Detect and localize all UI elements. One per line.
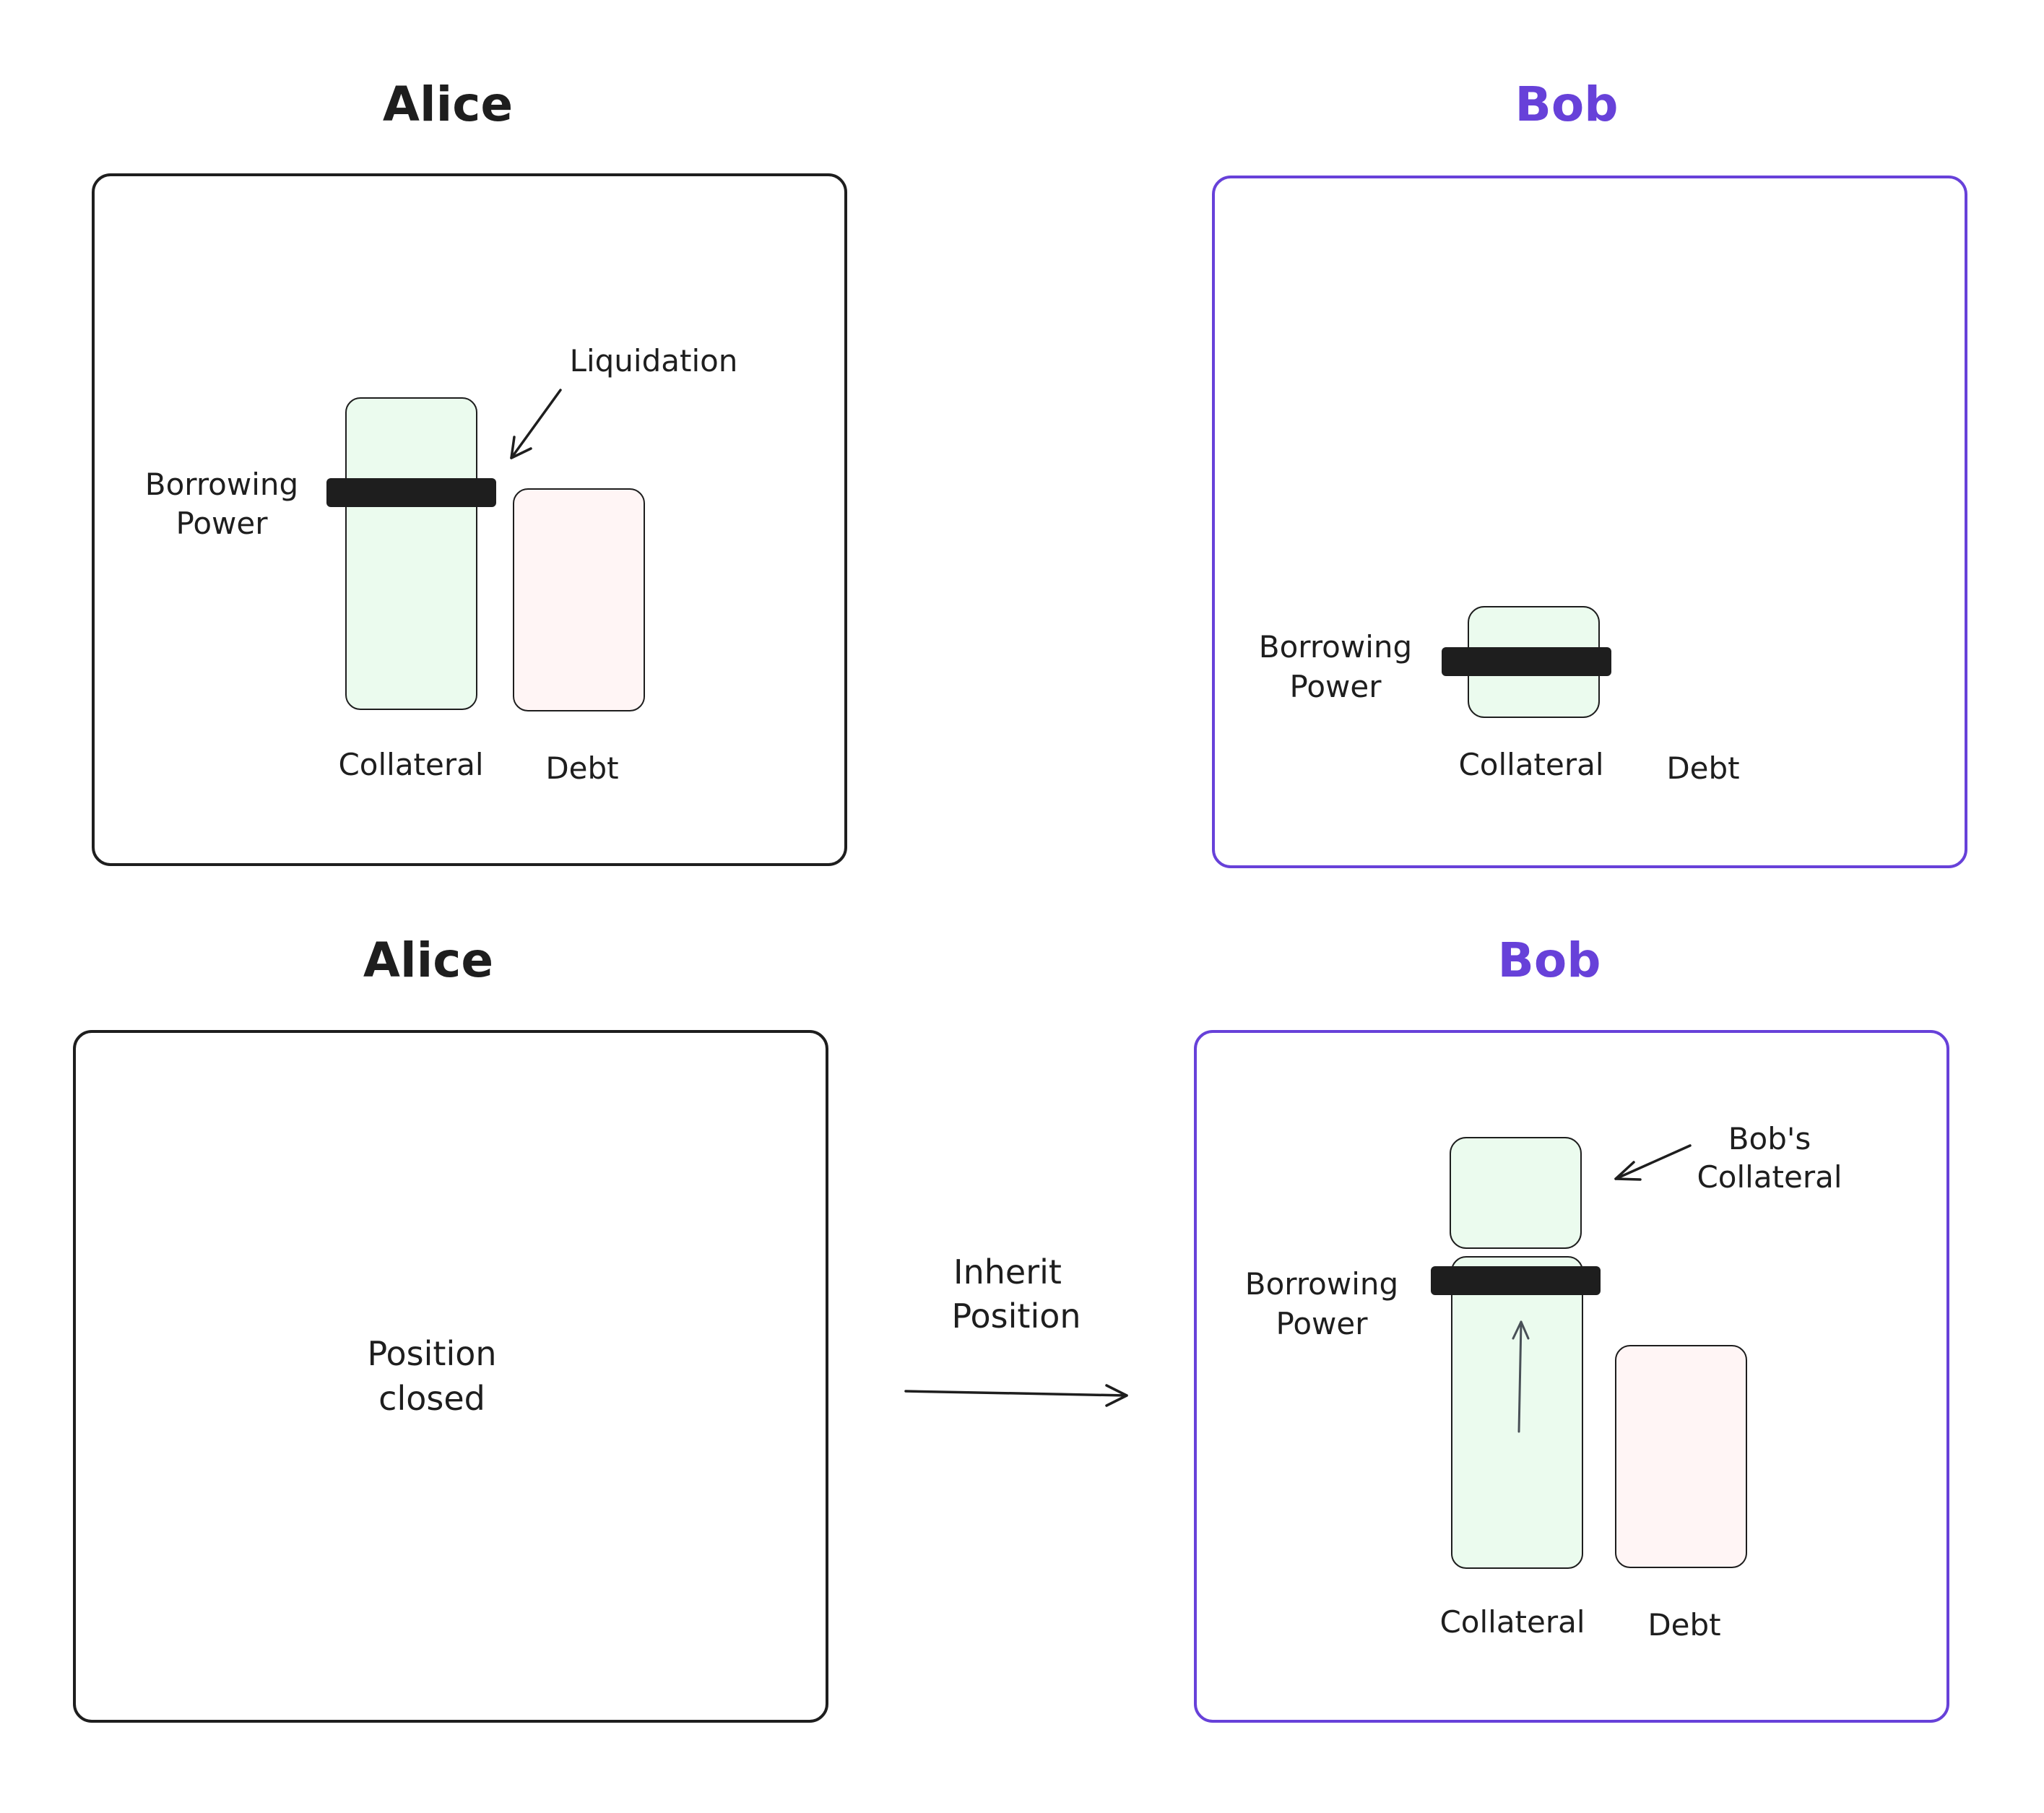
alice-top-collateral-bar <box>345 397 477 710</box>
bob-top-title: Bob <box>1515 77 1619 132</box>
alice-top-collateral-label: Collateral <box>338 747 483 782</box>
bob-top-borrowing-power-line2: Power <box>1290 669 1382 704</box>
alice-bottom-panel <box>73 1030 828 1723</box>
alice-bottom-status-line1: Position <box>367 1334 496 1373</box>
alice-bottom-panel-group: Alice Position closed <box>73 933 828 1723</box>
alice-top-borrowing-power-line2: Power <box>176 506 269 541</box>
bob-bottom-panel-group: Bob Borrowing Power Bob's Collateral Col… <box>1194 933 1949 1723</box>
bob-bottom-bobs-collateral-arrow <box>1614 1144 1692 1181</box>
alice-top-liquidation-arrow <box>510 389 562 459</box>
bob-top-panel-group: Bob Borrowing Power Collateral Debt <box>1212 77 1967 868</box>
inherit-position-label-line1: Inherit <box>953 1252 1062 1291</box>
alice-top-borrowing-power-bar <box>326 478 496 507</box>
bob-bottom-title: Bob <box>1498 933 1601 988</box>
inherit-position-arrow <box>904 1384 1128 1407</box>
bob-bottom-bobs-collateral-bar <box>1450 1137 1582 1249</box>
alice-top-borrowing-power-line1: Borrowing <box>145 467 298 502</box>
alice-top-title: Alice <box>383 77 513 132</box>
bob-bottom-collateral-label: Collateral <box>1439 1604 1585 1640</box>
bob-bottom-borrowing-power-bar <box>1431 1266 1601 1295</box>
bob-bottom-up-arrow <box>1512 1320 1530 1433</box>
alice-top-panel <box>92 173 847 866</box>
alice-bottom-status-line2: closed <box>378 1379 485 1418</box>
alice-top-panel-group: Alice Borrowing Power Liquidation Collat… <box>92 77 847 866</box>
alice-top-liquidation-label: Liquidation <box>570 343 738 378</box>
bob-bottom-debt-label: Debt <box>1647 1607 1720 1643</box>
bob-top-debt-label: Debt <box>1666 750 1739 786</box>
bob-bottom-borrowing-power-line2: Power <box>1276 1306 1369 1341</box>
bob-top-borrowing-power-line1: Borrowing <box>1259 629 1412 665</box>
bob-bottom-panel <box>1194 1030 1949 1723</box>
bob-bottom-collateral-bar <box>1451 1256 1583 1569</box>
bob-bottom-bobs-collateral-line1: Bob's <box>1728 1121 1811 1156</box>
alice-bottom-title: Alice <box>363 933 493 988</box>
bob-top-collateral-label: Collateral <box>1458 747 1603 782</box>
alice-top-debt-bar <box>513 488 645 711</box>
bob-bottom-bobs-collateral-line2: Collateral <box>1697 1159 1842 1195</box>
inherit-position-label-line2: Position <box>951 1297 1081 1336</box>
bob-bottom-borrowing-power-line1: Borrowing <box>1245 1266 1398 1302</box>
alice-top-debt-label: Debt <box>545 750 618 786</box>
bob-bottom-debt-bar <box>1615 1345 1747 1568</box>
bob-top-panel <box>1212 176 1967 868</box>
inherit-position-transition: Inherit Position <box>904 1252 1128 1407</box>
bob-top-borrowing-power-bar <box>1442 647 1611 676</box>
